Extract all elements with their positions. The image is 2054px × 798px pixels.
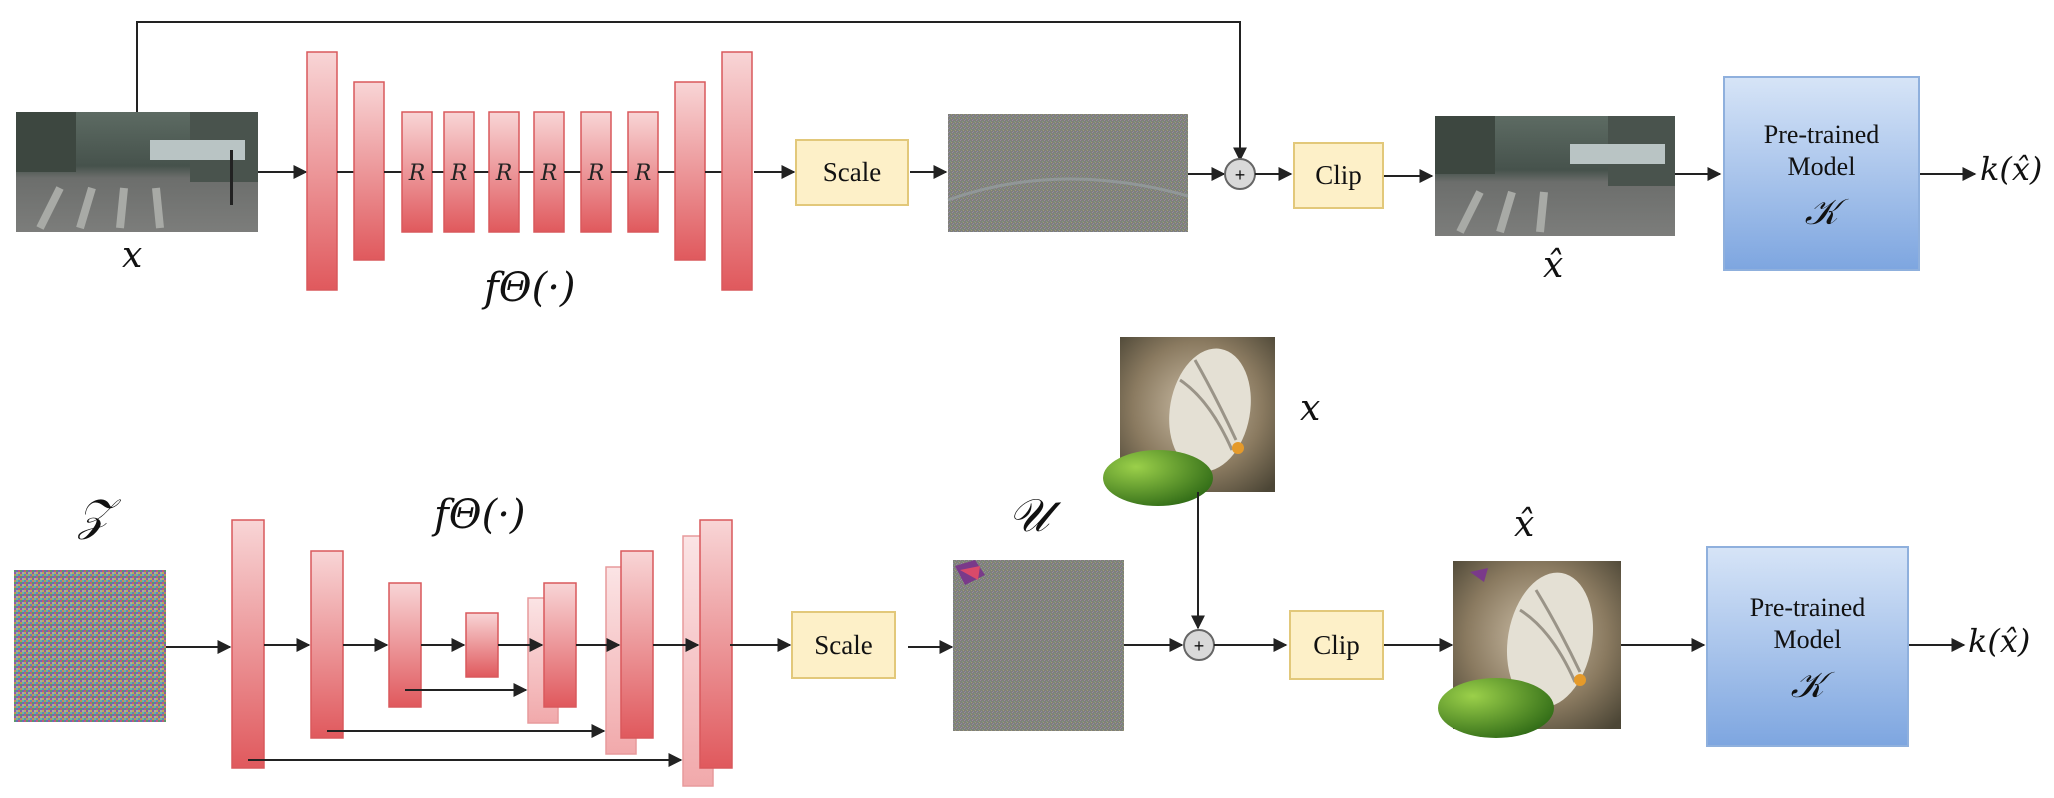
bottom-model-line2: Model	[1773, 624, 1842, 654]
bottom-model-symbol: 𝒦	[1790, 664, 1825, 706]
bottom-perturbation-label: 𝒰	[1008, 488, 1050, 542]
bottom-model-line1: Pre-trained	[1749, 592, 1866, 622]
bottom-network	[231, 519, 733, 787]
unet-layer	[465, 612, 499, 678]
top-plus-sign: +	[1235, 165, 1246, 185]
top-model-line2: Model	[1787, 151, 1856, 181]
residual-block-label: R	[587, 161, 605, 186]
top-network-label: fΘ(·)	[484, 265, 576, 311]
bottom-plus-sign: +	[1194, 636, 1205, 656]
network-layer	[721, 51, 753, 291]
bottom-network-label: fΘ(·)	[434, 492, 526, 538]
bottom-plus-node: +	[1183, 629, 1215, 661]
top-clip-label: Clip	[1315, 160, 1362, 190]
butterfly-output-image	[1438, 561, 1621, 738]
skip-connection-line	[136, 21, 1247, 162]
top-model-line1: Pre-trained	[1763, 119, 1880, 149]
bottom-clip-box: Clip	[1289, 610, 1384, 680]
network-layer	[674, 81, 706, 261]
residual-block-label: R	[540, 161, 558, 186]
top-clip-box: Clip	[1293, 142, 1384, 209]
bottom-result-label: k(x̂)	[1968, 622, 2031, 660]
bottom-scale-box: Scale	[791, 611, 896, 679]
top-perturbation-image	[947, 114, 1189, 232]
top-model-box: Pre-trained Model 𝒦	[1723, 76, 1920, 271]
residual-block-label: R	[450, 161, 468, 186]
bottom-perturbation-image	[953, 560, 1124, 731]
bottom-noise-label: 𝒵	[78, 490, 112, 541]
top-input-label: x	[122, 235, 143, 276]
residual-block-label: R	[495, 161, 513, 186]
top-output-image	[1435, 116, 1675, 236]
top-plus-node: +	[1224, 158, 1256, 190]
residual-block-label: R	[634, 161, 652, 186]
network-layer	[580, 111, 612, 233]
network-layer	[353, 81, 385, 261]
network-layer	[306, 51, 338, 291]
unet-layer	[388, 582, 422, 708]
residual-block-label: R	[408, 161, 426, 186]
top-scale-box: Scale	[795, 139, 909, 206]
top-scale-label: Scale	[822, 157, 882, 187]
bottom-scale-label: Scale	[814, 629, 873, 660]
bottom-model-box: Pre-trained Model 𝒦	[1706, 546, 1909, 747]
bottom-clip-label: Clip	[1313, 629, 1360, 660]
unet-layer	[543, 582, 577, 708]
bottom-input-label: x	[1300, 388, 1321, 429]
unet-layer	[620, 550, 654, 739]
unet-layer	[231, 519, 265, 769]
top-output-label: x̂	[1543, 245, 1564, 286]
butterfly-input-image	[1103, 337, 1275, 506]
input-street-image	[16, 112, 258, 232]
bottom-output-label: x̂	[1514, 504, 1535, 545]
top-model-symbol: 𝒦	[1804, 191, 1839, 233]
unet-layer	[310, 550, 344, 739]
top-result-label: k(x̂)	[1980, 150, 2043, 188]
network-layer	[443, 111, 475, 233]
network-layer	[488, 111, 520, 233]
network-layer	[401, 111, 433, 233]
network-layer	[627, 111, 659, 233]
noise-image	[14, 570, 166, 722]
unet-layer	[699, 519, 733, 769]
